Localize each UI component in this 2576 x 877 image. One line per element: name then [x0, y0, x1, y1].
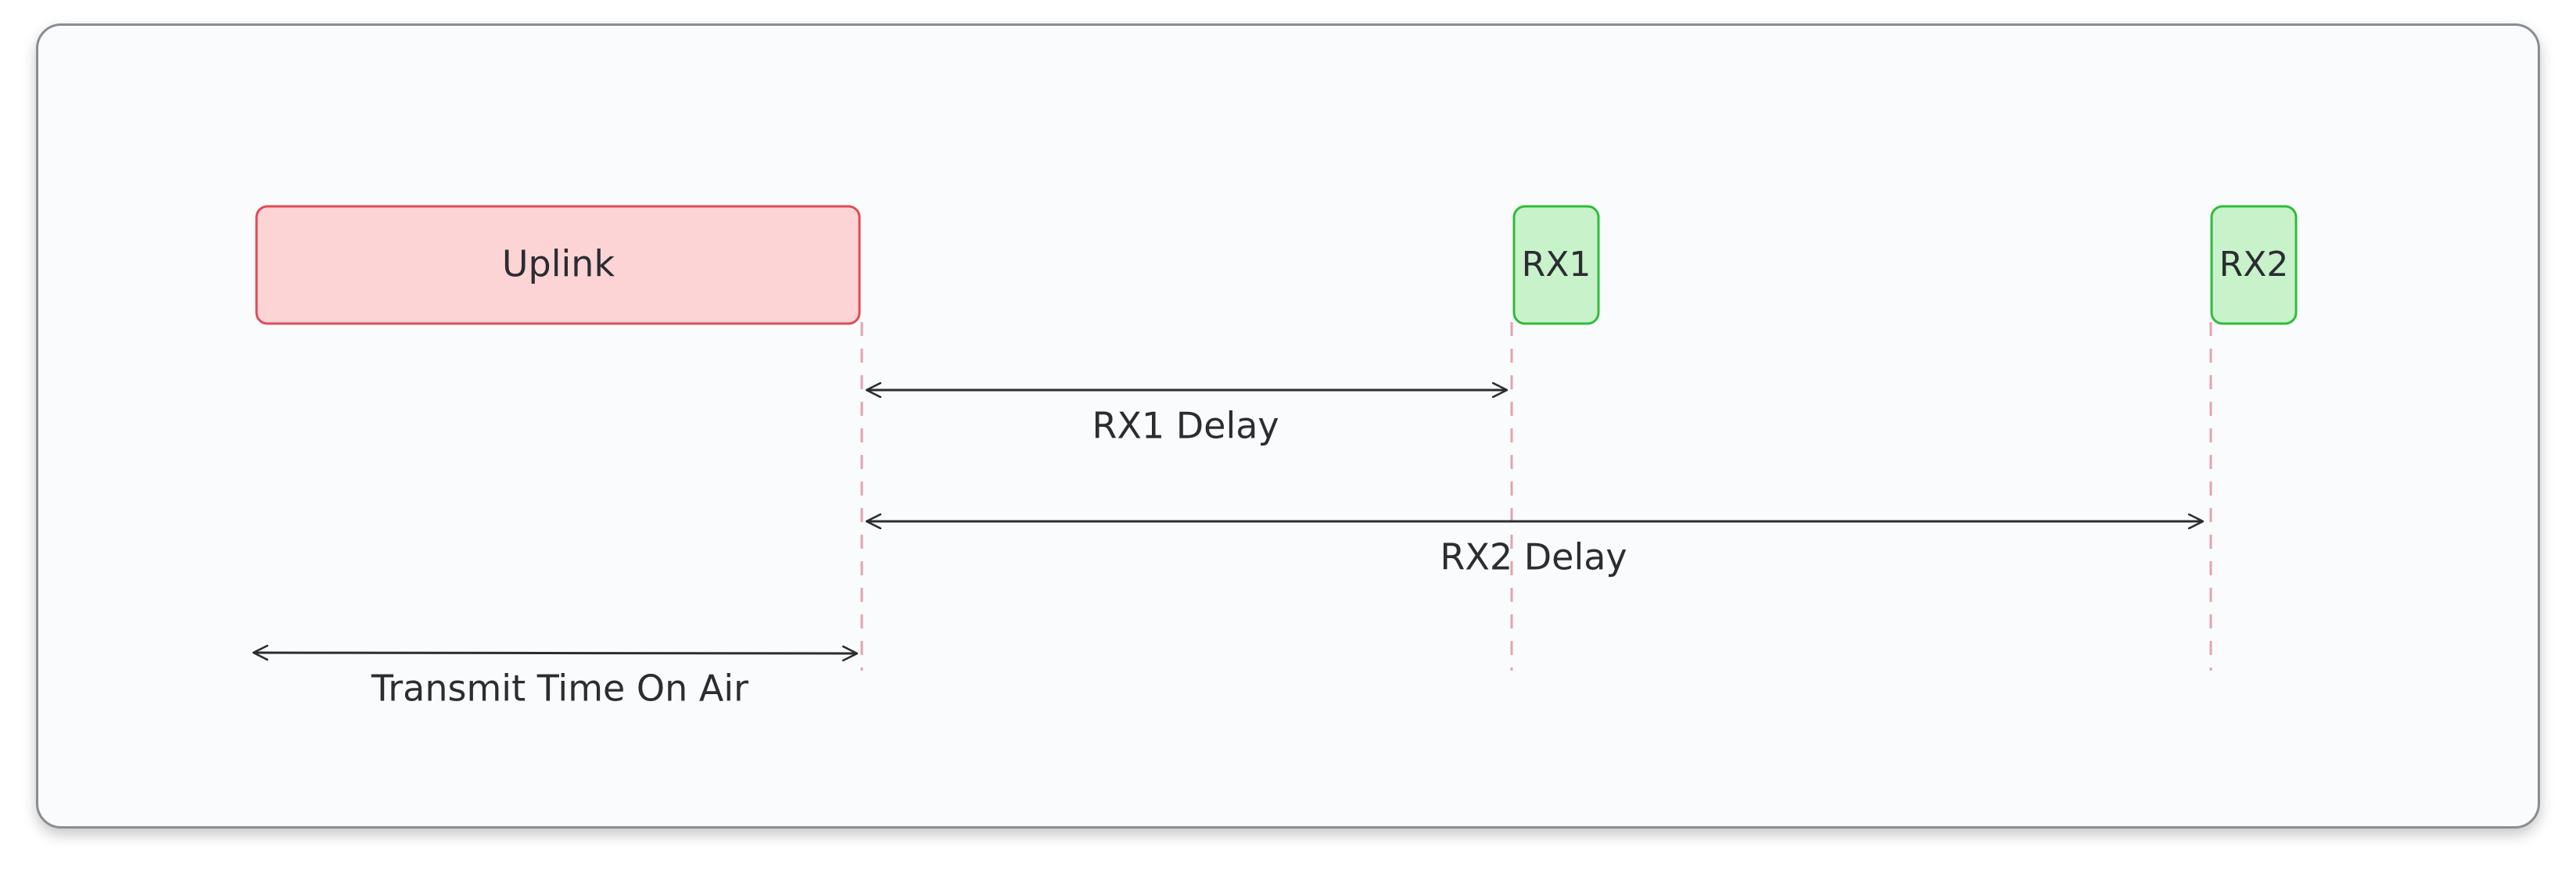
uplink-box [255, 205, 861, 325]
rx2-label: RX2 [2219, 245, 2289, 285]
rx2-box [2210, 205, 2298, 325]
diagram-card [36, 23, 2540, 829]
rx2-delay-label: RX2 Delay [1440, 536, 1627, 578]
rx1-box [1512, 205, 1600, 325]
time-on-air-label: Transmit Time On Air [371, 668, 748, 710]
rx1-label: RX1 [1522, 245, 1591, 285]
rx1-delay-label: RX1 Delay [1092, 405, 1279, 447]
uplink-label: Uplink [502, 243, 615, 285]
